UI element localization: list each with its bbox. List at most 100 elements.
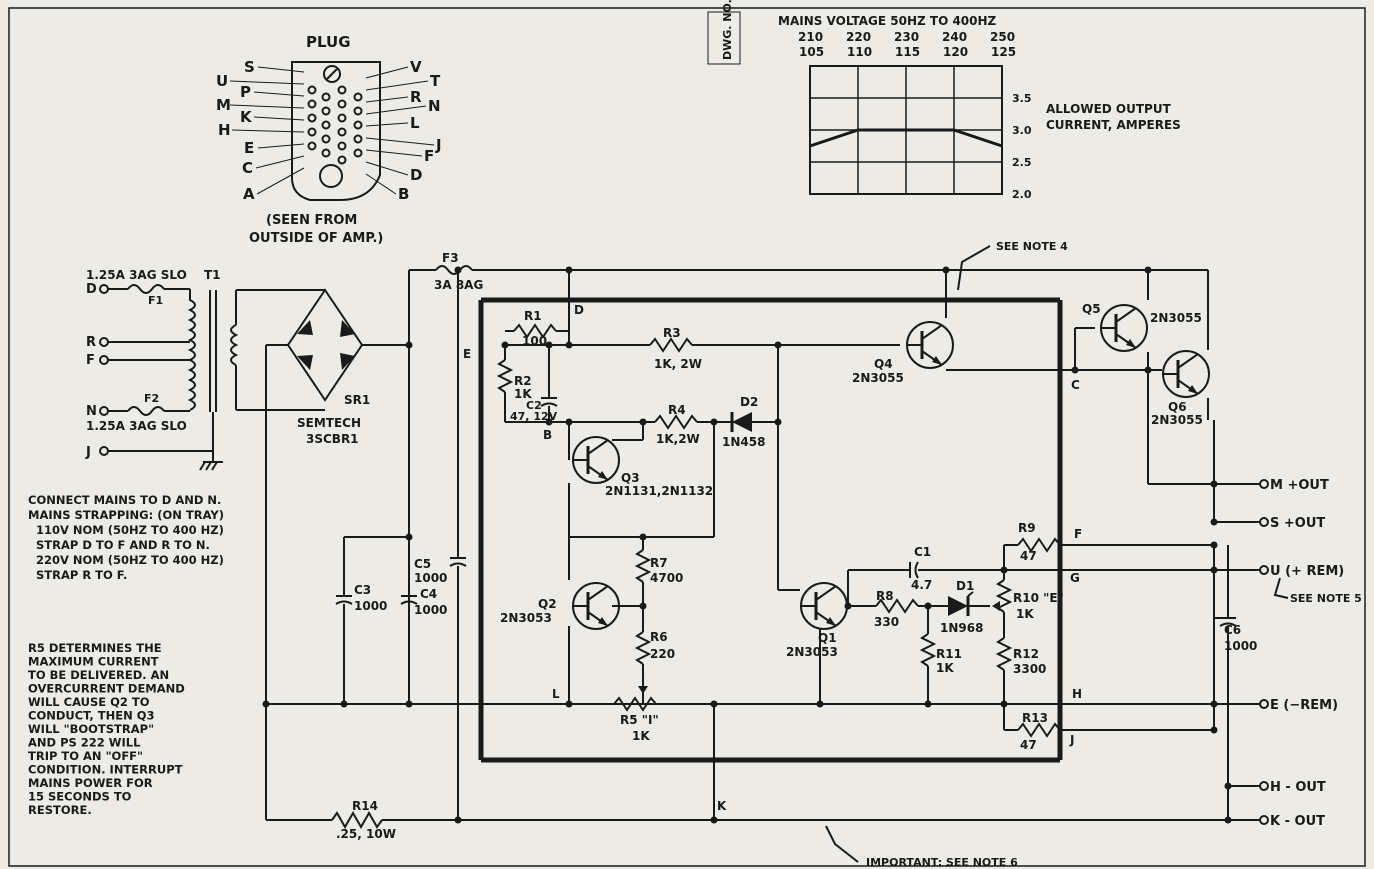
r5-note-line: WILL CAUSE Q2 TO	[28, 695, 150, 709]
chart-y-tick: 2.0	[1012, 188, 1032, 201]
r5-value: 1K	[632, 729, 650, 743]
c6-value: 1000	[1224, 639, 1257, 653]
r13-resistor-icon	[1017, 722, 1061, 738]
f2-label: F2	[144, 392, 159, 405]
r13-value: 47	[1020, 738, 1037, 752]
r12-label: R12	[1013, 647, 1039, 661]
sr1-part: 3SCBR1	[306, 432, 359, 446]
r5-note-line: TO BE DELIVERED. AN	[28, 668, 169, 682]
plug-body	[291, 61, 381, 201]
c4-label: C4	[420, 587, 437, 601]
term-d-icon	[99, 284, 109, 294]
plug-pin-icon	[321, 120, 331, 130]
r10-label: R10 "E"	[1013, 591, 1064, 605]
plug-key-icon	[323, 65, 341, 83]
r4-resistor-icon	[654, 414, 698, 430]
d2-value: 1N458	[722, 435, 765, 449]
r6-resistor-icon	[634, 631, 652, 665]
mains-note-line: 110V NOM (50HZ TO 400 HZ)	[36, 523, 224, 537]
plug-pin-label-right: B	[398, 185, 409, 203]
r3-label: R3	[663, 326, 681, 340]
sheet-border	[8, 7, 1366, 867]
plug-pin-icon	[337, 141, 347, 151]
plug-pin-icon	[321, 134, 331, 144]
term-r-label: R	[86, 335, 96, 350]
r5-note-line: MAINS POWER FOR	[28, 776, 153, 790]
r9-resistor-icon	[1017, 537, 1061, 553]
plug-pin-icon	[353, 92, 363, 102]
q1-value: 2N3053	[786, 645, 838, 659]
chart-x-tick-top: 240	[942, 30, 967, 44]
q3-label: Q3	[621, 471, 640, 485]
out-s-label: S +OUT	[1270, 516, 1325, 531]
t1-primary-icon	[187, 289, 196, 411]
r5-note-line: RESTORE.	[28, 803, 92, 817]
r13-label: R13	[1022, 711, 1048, 725]
out-k-label: K - OUT	[1270, 814, 1325, 829]
c2-capacitor-icon	[540, 402, 558, 407]
chart-x-tick-bottom: 125	[991, 45, 1016, 59]
out-h-label: H - OUT	[1270, 780, 1326, 795]
r5-note-line: AND PS 222 WILL	[28, 736, 141, 750]
q6-transistor-icon	[1161, 349, 1211, 399]
chart-y-tick: 2.5	[1012, 156, 1032, 169]
node-b: B	[543, 428, 552, 442]
f1-rating: 1.25A 3AG SLO	[86, 268, 187, 282]
f2-rating: 1.25A 3AG SLO	[86, 419, 187, 433]
r5-potentiometer-icon	[613, 696, 657, 712]
drawing-number-stamp: DWG. NO. C-4385	[707, 0, 741, 65]
plug-pin-icon	[353, 134, 363, 144]
plug-pin-label-left: A	[243, 185, 255, 203]
chart-x-tick-bottom: 120	[943, 45, 968, 59]
r14-label: R14	[352, 799, 378, 813]
c5-value: 1000	[414, 571, 447, 585]
r8-value: 330	[874, 615, 899, 629]
f3-label: F3	[442, 251, 459, 265]
r5-label: R5 "I"	[620, 713, 659, 727]
d2-label: D2	[740, 395, 758, 409]
r14-value: .25, 10W	[336, 827, 396, 841]
junction-dots	[262, 266, 1232, 824]
d1-zener-icon	[948, 591, 974, 616]
plug-pin-label-right: F	[424, 147, 434, 165]
r5-note-line: OVERCURRENT DEMAND	[28, 682, 185, 696]
component-labels: F3 3A 8AG R1 100 R2 1K C2 47, 12V R3 1K,…	[336, 251, 1257, 841]
f1-label: F1	[148, 294, 163, 307]
plug-pin-label-right: N	[428, 97, 441, 115]
c3-value: 1000	[354, 599, 387, 613]
q2-label: Q2	[538, 597, 557, 611]
chart-x-tick-bottom: 115	[895, 45, 920, 59]
ground-icon	[199, 461, 223, 471]
plug-pin-label-left: H	[218, 121, 231, 139]
plug-pin-icon	[307, 99, 317, 109]
r1-resistor-icon	[513, 323, 557, 339]
plug-pin-icon	[337, 127, 347, 137]
chart-x-tick-bottom: 110	[847, 45, 872, 59]
r11-value: 1K	[936, 661, 954, 675]
c4-value: 1000	[414, 603, 447, 617]
plug-caption-1: (SEEN FROM	[266, 213, 357, 228]
c4-capacitor-icon	[400, 600, 418, 605]
q4-value: 2N3055	[852, 371, 904, 385]
chart-y-tick: 3.5	[1012, 92, 1032, 105]
plug-guide-icon	[319, 164, 343, 188]
q5-transistor-icon	[1099, 303, 1149, 353]
chart-x-ticks-bottom: 105 110 115 120 125	[799, 45, 1016, 59]
chart-ylabel-2: CURRENT, AMPERES	[1046, 118, 1181, 132]
plug-pin-icon	[337, 85, 347, 95]
bridge-rectifier-sr1: SR1 SEMTECH 3SCBR1	[266, 288, 370, 446]
chart-y-ticks: 3.53.02.52.0	[1012, 92, 1032, 201]
chart-x-tick-bottom: 105	[799, 45, 824, 59]
c2-value: 47, 12V	[510, 410, 558, 423]
r4-value: 1K,2W	[656, 432, 700, 446]
node-c: C	[1071, 378, 1080, 392]
r14-resistor-icon	[331, 810, 383, 830]
plug-title: PLUG	[306, 33, 351, 51]
c6-label: C6	[1224, 623, 1241, 637]
note6-arrow-icon	[825, 825, 859, 863]
r10-potentiometer-icon	[995, 579, 1013, 613]
out-m-label: M +OUT	[1270, 478, 1329, 493]
q1-transistor-icon	[799, 581, 849, 631]
r8-resistor-icon	[875, 598, 919, 614]
